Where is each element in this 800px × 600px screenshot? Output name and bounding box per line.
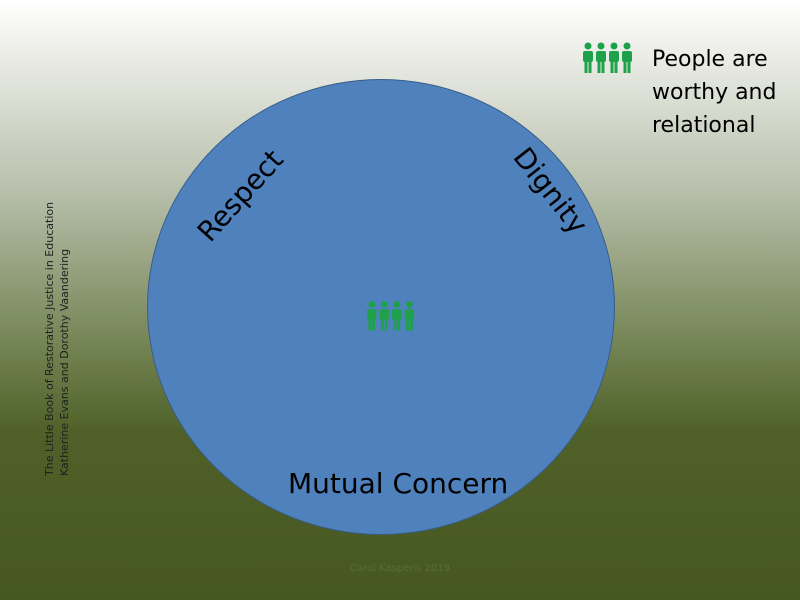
- source-citation: The Little Book of Restorative Justice i…: [42, 202, 72, 476]
- relationship-circle: [147, 79, 615, 535]
- footer-credit: Carol Kasperis 2019: [349, 563, 451, 574]
- source-authors: Katherine Evans and Dorothy Vaandering: [58, 248, 71, 476]
- people-icon-center: [366, 301, 415, 331]
- source-title: The Little Book of Restorative Justice i…: [43, 201, 56, 476]
- label-mutual-concern: Mutual Concern: [288, 467, 509, 500]
- legend-text: People are worthy and relational: [652, 47, 777, 138]
- people-icon: [583, 42, 632, 73]
